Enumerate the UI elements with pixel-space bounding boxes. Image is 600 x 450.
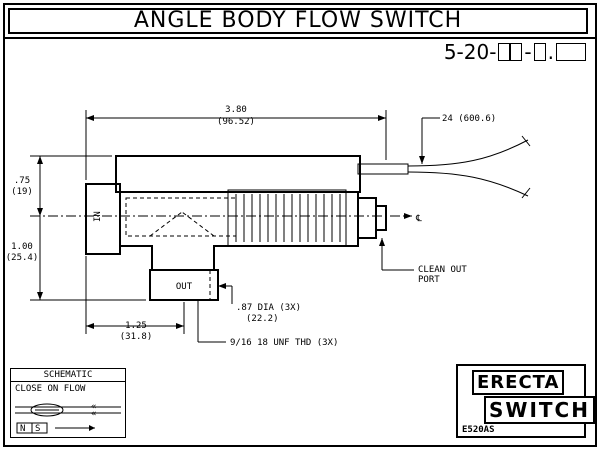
dim-mount-dia-in: .87 DIA (3X) xyxy=(236,303,301,313)
clean-out-label-1: CLEAN OUT xyxy=(418,265,467,275)
part-number: 5-20- - . xyxy=(406,40,586,64)
schematic-title: SCHEMATIC xyxy=(11,369,125,382)
part-number-box-1a xyxy=(498,43,511,61)
magnet-pole-s: S xyxy=(35,424,40,434)
flow-arrow-head xyxy=(89,425,95,431)
inlet-fitting xyxy=(85,183,121,255)
reed-coil-windings xyxy=(235,194,341,242)
sheet-border xyxy=(3,3,597,447)
svg-text:«: « xyxy=(91,402,96,412)
lead-wire-lower xyxy=(407,171,529,197)
lead-wire-upper-end xyxy=(521,135,531,147)
part-number-separator-2: . xyxy=(547,40,554,64)
reed-capsule xyxy=(30,403,64,417)
centerline-arrow xyxy=(404,213,412,219)
outlet-label: OUT xyxy=(176,282,193,292)
dim-lower-height-mm: (25.4) xyxy=(6,253,39,263)
switch-upper-body xyxy=(115,155,361,193)
magnet-pole-n: N xyxy=(20,424,25,434)
outlet-fitting xyxy=(149,269,219,301)
schematic-box: SCHEMATIC CLOSE ON FLOW « « N S xyxy=(10,368,126,438)
dim-overall-length-in: 3.80 xyxy=(225,105,247,115)
part-number-box-2 xyxy=(533,43,546,61)
dim-overall-length-mm: (96.52) xyxy=(217,117,255,127)
dim-mount-dia-mm: (22.2) xyxy=(246,314,279,324)
inlet-label: IN xyxy=(93,211,103,222)
schematic-diagram: « « N S xyxy=(15,402,121,434)
lower-height-arrow xyxy=(37,292,43,300)
svg-text:«: « xyxy=(91,409,96,419)
logo-brand-bottom: SWITCH xyxy=(484,396,595,424)
dim-top-height-in: .75 xyxy=(14,176,30,186)
lead-wire-upper xyxy=(407,139,529,167)
dim-outlet-offset-mm: (31.8) xyxy=(120,332,153,342)
schematic-mode: CLOSE ON FLOW xyxy=(15,384,86,394)
internal-bore-hidden xyxy=(125,197,237,237)
centerline-symbol: ℄ xyxy=(415,214,422,224)
lead-length-arrow xyxy=(419,156,425,164)
lead-wire-lower-end xyxy=(521,187,531,199)
erecta-switch-logo: ERECTA SWITCH E520AS xyxy=(456,364,595,438)
clean-out-label-2: PORT xyxy=(418,275,440,285)
dim-lead-length: 24 (600.6) xyxy=(442,114,496,124)
part-number-prefix: 5-20- xyxy=(443,40,497,64)
logo-brand-top: ERECTA xyxy=(472,370,565,395)
part-number-box-1b xyxy=(510,43,523,61)
clean-out-plug xyxy=(357,197,377,239)
dim-top-height-mm: (19) xyxy=(11,187,33,197)
clean-out-cap xyxy=(375,205,387,231)
part-number-box-3 xyxy=(556,43,586,61)
reed-coil-housing xyxy=(227,189,347,247)
switch-lower-body xyxy=(119,191,359,271)
dia-leader-arrow xyxy=(218,283,226,289)
logo-model: E520AS xyxy=(462,425,495,435)
dim-thread: 9/16 18 UNF THD (3X) xyxy=(230,338,338,348)
drawing-title: ANGLE BODY FLOW SWITCH xyxy=(8,8,588,34)
dim-lower-height-in: 1.00 xyxy=(11,242,33,252)
part-number-separator-1: - xyxy=(524,40,532,64)
dim-outlet-offset-in: 1.25 xyxy=(125,321,147,331)
clean-out-leader-arrow xyxy=(379,238,385,246)
lead-wire-sleeve xyxy=(357,163,409,175)
